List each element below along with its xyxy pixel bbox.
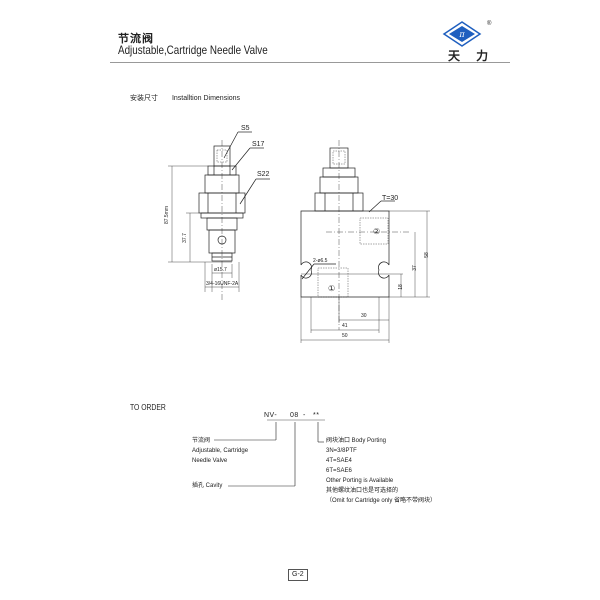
wrench-s17-label: S17 [252, 141, 265, 148]
dimensions-section-label: 安装尺寸 Installtion Dimensions [130, 93, 252, 103]
torque-label: T=30 [382, 195, 399, 202]
wrench-s22-label: S22 [257, 171, 270, 178]
port-1-label: ① [328, 284, 336, 293]
porting-title: 阀块油口 Body Porting [326, 438, 387, 444]
order-item-cavity: 插孔 Cavity [192, 481, 222, 491]
code-cavity: 08 [290, 412, 299, 419]
code-dash: - [303, 412, 306, 419]
registered-mark: ® [487, 21, 492, 27]
code-prefix: NV- [264, 412, 278, 419]
overall-length-label: 87.5mm [164, 205, 171, 225]
valve-name-en-2: Needle Valve [192, 458, 228, 464]
order-tree-lines [214, 419, 325, 487]
logo-text: 天 力 [448, 49, 495, 63]
porting-6t: 6T=SAE6 [326, 468, 352, 474]
svg-text:π: π [458, 30, 465, 39]
porting-4t: 4T=SAE4 [326, 458, 352, 464]
dimensions-label-cn: 安装尺寸 [130, 95, 158, 102]
page-number: G-2 [288, 569, 308, 581]
header-divider [110, 62, 510, 63]
order-item-porting: 阀块油口 Body Porting 3N=3/8PTF 4T=SAE4 6T=S… [326, 436, 436, 506]
block-height-label: 58 [423, 252, 430, 258]
diameter-label: ø15.7 [214, 267, 227, 273]
block-view [300, 140, 430, 343]
code-porting: ** [313, 412, 320, 419]
valve-name-en-1: Adjustable, Cartridge [192, 448, 249, 454]
body-length-label: 37.7 [181, 233, 188, 243]
porting-other-cn: 其他螺纹油口也是可选择的 [326, 488, 399, 494]
porting-other-en: Other Porting is Available [326, 478, 394, 484]
width-41-label: 41 [342, 323, 348, 329]
porting-3n: 3N=3/8PTF [326, 448, 357, 454]
mounting-holes-label: 2-ø6.5 [313, 258, 328, 264]
port2-height-label: 37 [411, 265, 418, 271]
order-item-valve: 节流阀 Adjustable, Cartridge Needle Valve [192, 436, 248, 466]
width-30-label: 30 [361, 313, 367, 319]
cartridge-view [168, 131, 270, 300]
tianli-diamond-logo-icon: π [442, 21, 482, 47]
cavity-label: 插孔 Cavity [192, 483, 223, 489]
page-title-en: Adjustable,Cartridge Needle Valve [118, 43, 268, 57]
width-50-label: 50 [342, 333, 348, 339]
valve-name-cn: 节流阀 [192, 438, 211, 444]
port-2-label: ② [373, 227, 381, 236]
thread-label: 3/4-16UNF-2A [206, 281, 239, 287]
port1-height-label: 18 [397, 284, 404, 290]
dimensions-label-en: Installtion Dimensions [171, 95, 241, 102]
porting-omit-note: （Omit for Cartridge only 省略不带阀块） [326, 498, 437, 504]
wrench-s5-label: S5 [241, 125, 250, 132]
page-title-cn: 节流阀 [118, 33, 154, 45]
order-section-label: TO ORDER [130, 403, 166, 412]
